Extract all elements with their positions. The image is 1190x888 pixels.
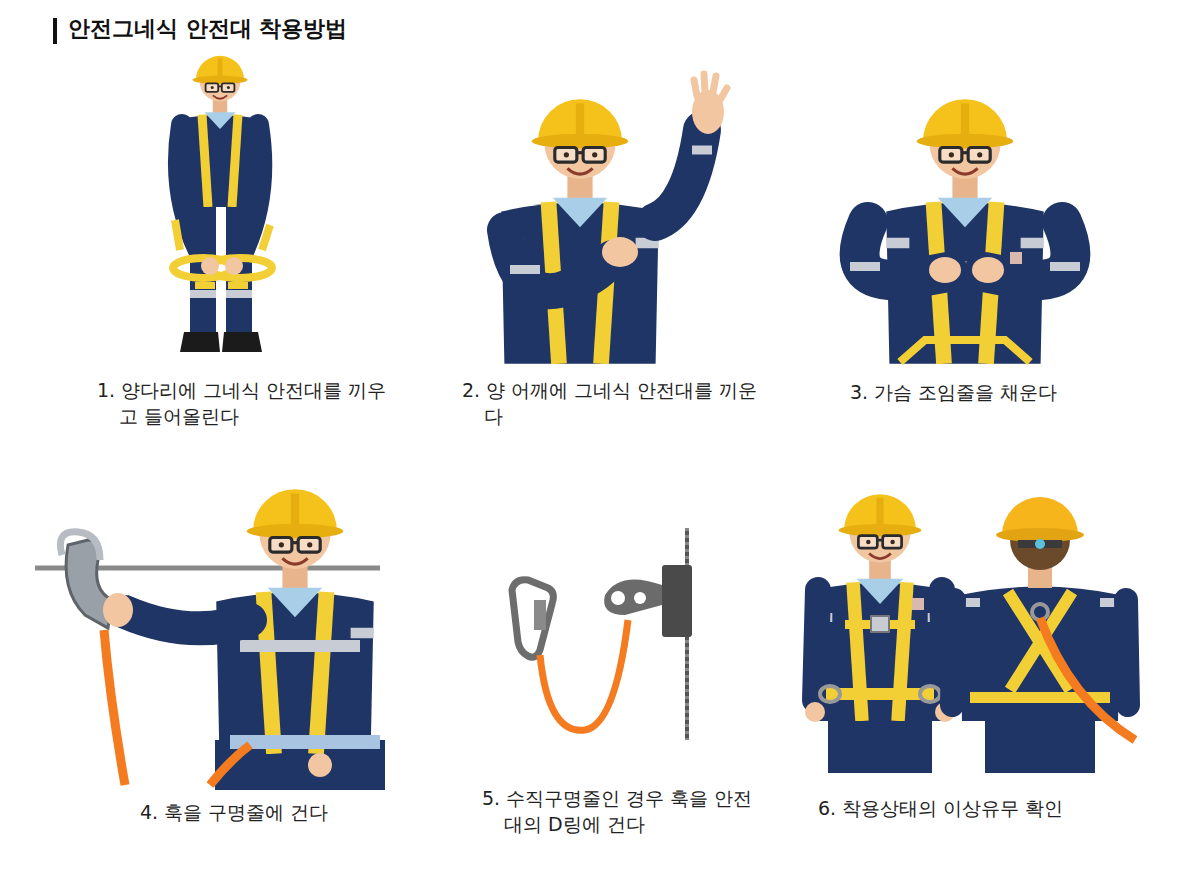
worker-step-4-part xyxy=(104,630,125,785)
worker-step-4 xyxy=(35,489,385,790)
worker-step-1-part xyxy=(222,332,262,352)
worker-step-1-part xyxy=(195,282,215,289)
worker-step-2-part xyxy=(602,237,638,267)
worker-front-check xyxy=(805,494,955,773)
worker-back-check-part xyxy=(1040,618,1135,740)
worker-step-1-part xyxy=(180,332,220,352)
worker-back-check-part xyxy=(1035,539,1045,549)
worker-step-2-part xyxy=(505,230,612,291)
worker-step-2-part xyxy=(655,130,702,222)
worker-step-1-part xyxy=(225,257,243,275)
worker-step-3-part xyxy=(900,340,1030,362)
worker-front-check-part xyxy=(813,494,948,721)
step-caption: 1. 양다리에 그네식 안전대를 끼우고 들어올린다 xyxy=(97,378,397,429)
worker-front-check-part xyxy=(828,715,932,773)
vertical-lifeline-device-part xyxy=(634,592,646,604)
worker-front-check-part xyxy=(912,598,924,610)
worker-step-4-part xyxy=(210,745,250,785)
worker-back-check-part xyxy=(1032,604,1048,620)
worker-step-4-part xyxy=(125,612,250,628)
worker-front-check-part xyxy=(826,688,934,700)
worker-front-check-part xyxy=(871,616,889,632)
vertical-lifeline-device-part xyxy=(604,579,662,615)
title-bar-part xyxy=(53,18,57,44)
vertical-lifeline-device xyxy=(512,528,692,740)
worker-step-2-part xyxy=(694,74,727,100)
worker-step-4-part xyxy=(308,753,332,777)
worker-step-2 xyxy=(501,74,727,364)
worker-back-check xyxy=(952,497,1135,773)
step-caption: 2. 양 어깨에 그네식 안전대를 끼운다 xyxy=(462,378,762,429)
worker-step-1-part xyxy=(175,220,270,250)
worker-step-3-part xyxy=(1050,262,1080,271)
worker-step-4-part xyxy=(240,640,360,652)
worker-step-4-part xyxy=(60,532,100,560)
vertical-lifeline-device-part xyxy=(662,565,692,637)
worker-step-1-part xyxy=(201,257,219,275)
vertical-lifeline-device-part xyxy=(611,591,625,605)
worker-back-check-part xyxy=(1018,540,1062,548)
worker-step-3-part xyxy=(972,257,1004,283)
step-caption: 3. 가슴 조임줄을 채운다 xyxy=(850,380,1170,406)
worker-step-1-part xyxy=(226,290,252,298)
worker-step-4-part xyxy=(103,593,133,627)
page-title: 안전그네식 안전대 착용방법 xyxy=(68,15,347,44)
worker-step-1-part xyxy=(190,290,216,298)
worker-step-3-part xyxy=(886,99,1044,364)
worker-front-check-part xyxy=(820,686,840,702)
vertical-lifeline-device-part xyxy=(512,580,553,657)
worker-front-check-part xyxy=(920,686,940,702)
worker-step-1-part xyxy=(228,282,248,289)
worker-front-check-part xyxy=(805,702,825,722)
worker-back-check-part xyxy=(960,587,1120,722)
title-bar xyxy=(53,18,57,44)
worker-front-check-part xyxy=(815,590,818,700)
worker-step-3 xyxy=(850,99,1080,364)
step-caption: 6. 착용상태의 이상유무 확인 xyxy=(818,796,1158,822)
worker-step-3-part xyxy=(929,257,961,283)
vertical-lifeline-device-part xyxy=(540,620,628,730)
worker-step-1-part xyxy=(238,125,261,262)
worker-step-3-part xyxy=(1010,252,1022,264)
worker-step-3-part xyxy=(850,262,880,271)
worker-step-2-part xyxy=(501,99,659,364)
worker-step-2-part xyxy=(692,146,712,155)
worker-back-check-part xyxy=(1008,592,1072,690)
worker-step-2-part xyxy=(510,265,540,274)
worker-step-4-part xyxy=(230,735,380,749)
step-caption: 4. 훅을 구명줄에 건다 xyxy=(140,800,420,826)
worker-step-1 xyxy=(173,56,272,352)
step-caption: 5. 수직구명줄인 경우 훅을 안전대의 D링에 건다 xyxy=(482,786,757,837)
worker-back-check-part xyxy=(985,715,1095,773)
worker-step-1-part xyxy=(179,125,205,262)
vertical-lifeline-device-part xyxy=(534,600,546,630)
